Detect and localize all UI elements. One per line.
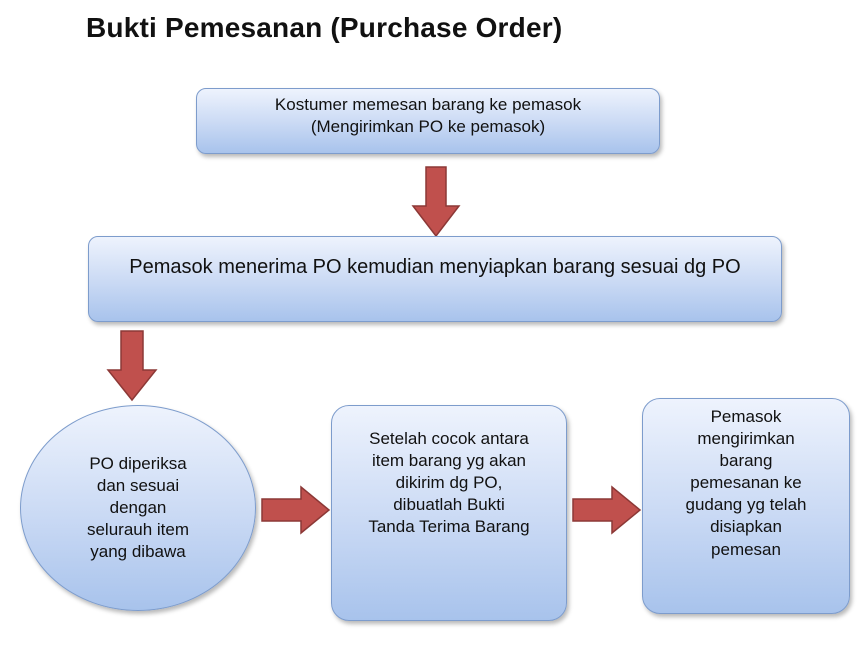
- step-receive-text: Pemasok menerima PO kemudian menyiapkan …: [129, 256, 741, 278]
- arrow-right-1: [261, 485, 331, 535]
- step-receipt-text: Setelah cocok antara item barang yg akan…: [368, 429, 530, 537]
- step-receipt-box: Setelah cocok antara item barang yg akan…: [331, 405, 567, 621]
- arrow-down-shape: [411, 166, 461, 238]
- arrow-down-1: [411, 166, 461, 238]
- step-ship-text: Pemasok mengirimkan barang pemesanan ke …: [685, 407, 807, 559]
- arrow-right-shape: [572, 485, 642, 535]
- arrow-right-shape: [261, 485, 331, 535]
- arrow-right-2: [572, 485, 642, 535]
- step-check-text: PO diperiksa dan sesuai dengan selurauh …: [86, 453, 190, 562]
- step-ship-box: Pemasok mengirimkan barang pemesanan ke …: [642, 398, 850, 614]
- arrow-down-2: [106, 330, 158, 402]
- step-order-box: Kostumer memesan barang ke pemasok (Meng…: [196, 88, 660, 154]
- arrow-down-shape: [106, 330, 158, 402]
- step-order-text: Kostumer memesan barang ke pemasok (Meng…: [274, 95, 582, 137]
- page-title: Bukti Pemesanan (Purchase Order): [86, 12, 563, 43]
- step-check-circle: PO diperiksa dan sesuai dengan selurauh …: [20, 405, 256, 611]
- step-receive-box: Pemasok menerima PO kemudian menyiapkan …: [88, 236, 782, 322]
